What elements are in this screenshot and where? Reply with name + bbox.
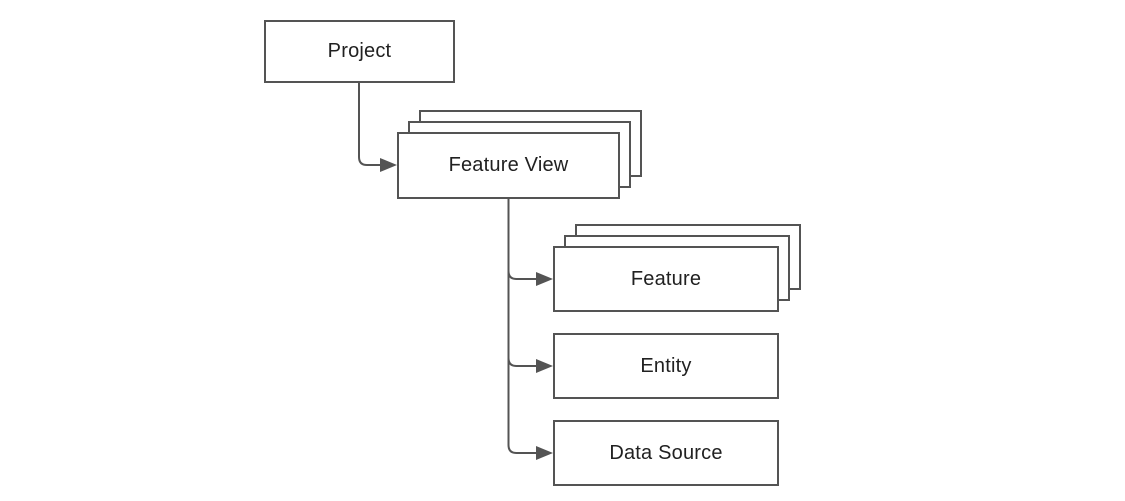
node-entity-label: Entity — [640, 354, 692, 377]
arrowhead-feature — [536, 272, 553, 286]
node-entity: Entity — [553, 333, 779, 399]
arrowhead-featureview — [380, 158, 397, 172]
node-feature-view: Feature View — [397, 132, 620, 199]
edge-featureview-entity — [507, 352, 537, 367]
edge-project-featureview — [358, 83, 381, 166]
edge-featureview-feature — [507, 265, 537, 280]
node-project: Project — [264, 20, 455, 83]
arrowhead-datasource — [536, 446, 553, 460]
edge-featureview-datasource — [507, 199, 537, 454]
node-feature: Feature — [553, 246, 779, 312]
node-data-source-label: Data Source — [609, 441, 723, 464]
arrowhead-entity — [536, 359, 553, 373]
node-feature-label: Feature — [630, 267, 702, 290]
node-project-label: Project — [327, 40, 392, 62]
node-feature-view-label: Feature View — [448, 154, 569, 176]
node-data-source: Data Source — [553, 420, 779, 486]
